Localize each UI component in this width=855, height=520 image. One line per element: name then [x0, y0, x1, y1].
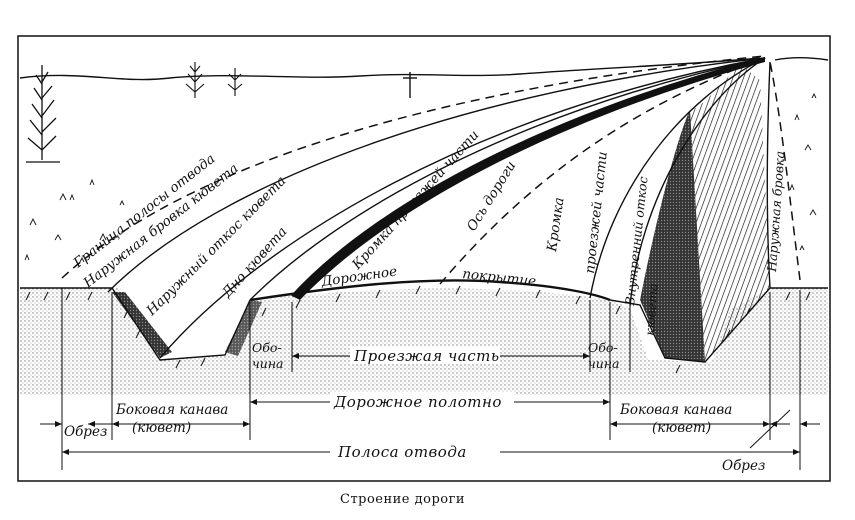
label-side-ditch-right-2: (кювет)	[652, 420, 711, 436]
ground-ticks	[25, 285, 811, 374]
label-pavement-edge-right-1: Кромка	[544, 196, 568, 253]
label-bg-roadbed	[330, 392, 514, 410]
label-pavement-edge-right-2: проезжей части	[582, 151, 611, 275]
label-shoulder-right-2: чина	[588, 356, 620, 371]
label-side-ditch-right-1: Боковая канава	[619, 402, 732, 418]
right-ditch-dark	[640, 110, 705, 362]
label-outer-brow-left: Наружная бровка кювета	[80, 161, 242, 292]
label-carriageway: Проезжая часть	[353, 347, 500, 365]
label-side-ditch-left-2: (кювет)	[132, 420, 191, 436]
tree-horizon-2	[227, 68, 243, 96]
label-shoulder-right-1: Обо-	[588, 340, 618, 355]
shoulder-right	[629, 57, 766, 307]
tree-horizon-1	[185, 62, 205, 98]
boundary-right	[769, 61, 801, 281]
label-bg-carriageway	[350, 346, 500, 364]
left-ditch-inner	[225, 300, 262, 356]
soil-section	[20, 288, 828, 395]
dimension-verticals	[61, 288, 801, 470]
roadside-marker	[403, 72, 417, 98]
ditch-bottom-line	[159, 57, 766, 359]
tree-left	[26, 65, 60, 163]
label-cut-left: Обрез	[64, 424, 107, 440]
label-inner-slope-2: кювета	[642, 283, 661, 336]
right-ditch-hatched	[690, 64, 770, 362]
horizon-line-right	[774, 57, 829, 61]
left-ditch-slope	[112, 292, 172, 358]
label-shoulder-left-2: чина	[252, 356, 284, 371]
profile-left	[20, 287, 251, 361]
outer-brow-right	[766, 61, 771, 289]
label-shoulder-left-1: Обо-	[252, 340, 282, 355]
horizon-line	[19, 57, 761, 81]
profile-right	[609, 287, 828, 363]
grass-tufts	[24, 92, 817, 263]
label-right-of-way: Полоса отвода	[337, 443, 467, 461]
outer-edge-line	[107, 57, 766, 293]
figure-caption: Строение дороги	[340, 492, 465, 507]
label-roadbed: Дорожное полотно	[333, 393, 502, 411]
label-bg-right-of-way	[330, 442, 500, 460]
figure-frame	[17, 35, 831, 482]
pavement-edge-right	[589, 57, 766, 299]
label-side-ditch-left-1: Боковая канава	[115, 402, 228, 418]
road-axis	[439, 57, 766, 285]
road-edge-left	[249, 57, 766, 301]
label-cut-right: Обрез	[722, 458, 765, 474]
boundary-line	[61, 55, 766, 279]
profile-pavement	[249, 279, 611, 302]
label-road-surface-2: покрытие	[462, 266, 537, 290]
label-pavement-edge-left: Кромка проезжей части	[348, 127, 482, 273]
